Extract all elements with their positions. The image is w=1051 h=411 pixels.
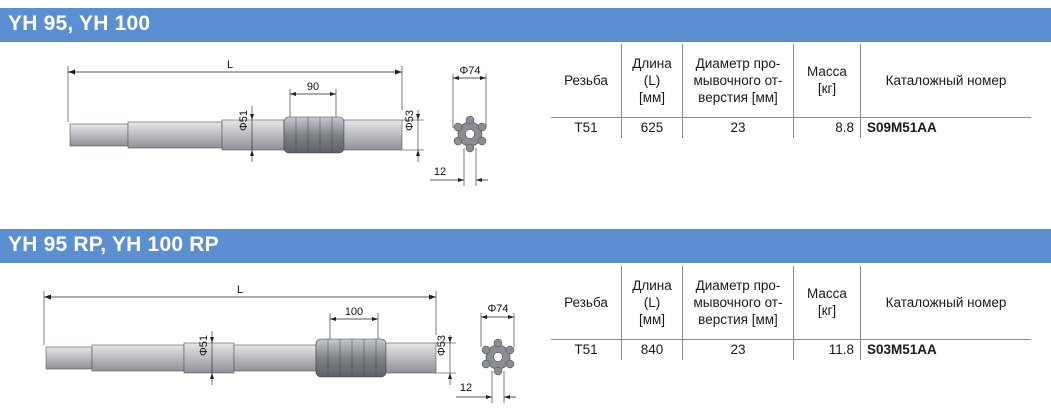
shank-drawing-2: L 100 Φ51 Φ53 Φ74 12 bbox=[43, 284, 516, 403]
dim-dia-74: Φ74 bbox=[487, 303, 508, 315]
dim-dia-53: Φ53 bbox=[436, 335, 448, 356]
dim-length-label: L bbox=[237, 284, 243, 296]
dim-spline-width: 100 bbox=[345, 306, 363, 318]
cell-thread: T51 bbox=[574, 120, 598, 135]
spline-end-view bbox=[481, 338, 515, 376]
shank-drawing-1: L 90 Φ51 Φ53 Φ74 12 bbox=[67, 59, 488, 186]
dim-dia-51: Φ51 bbox=[238, 110, 250, 131]
col-catalog: Каталожный номер bbox=[860, 44, 1031, 117]
dim-length-label: L bbox=[227, 59, 233, 71]
spec-table-2: Резьба Длина(L)[мм] Диаметр про-мывочног… bbox=[551, 266, 1031, 360]
col-length: Длина(L)[мм] bbox=[621, 266, 683, 339]
cell-mass: 11.8 bbox=[793, 339, 861, 360]
col-thread: Резьба bbox=[564, 294, 608, 310]
section-header-1: YH 95, YH 100 bbox=[0, 8, 1051, 42]
cell-catalog: S03M51AA bbox=[860, 339, 1031, 360]
cell-length: 840 bbox=[621, 339, 683, 360]
col-flush-hole: Диаметр про-мывочного от-верстия [мм] bbox=[682, 44, 794, 117]
col-mass: Масса[кг] bbox=[793, 266, 861, 339]
cell-length: 625 bbox=[621, 117, 683, 138]
col-length: Длина(L)[мм] bbox=[621, 44, 683, 117]
cell-flush: 23 bbox=[682, 117, 794, 138]
cell-flush: 23 bbox=[682, 339, 794, 360]
col-flush-hole: Диаметр про-мывочного от-верстия [мм] bbox=[682, 266, 794, 339]
cell-thread: T51 bbox=[574, 342, 598, 357]
dim-dia-74: Φ74 bbox=[459, 65, 480, 77]
section-title: YH 95 RP, YH 100 RP bbox=[8, 233, 219, 256]
col-mass: Масса[кг] bbox=[793, 44, 861, 117]
dim-dia-51: Φ51 bbox=[198, 335, 210, 356]
section-header-2: YH 95 RP, YH 100 RP bbox=[0, 229, 1051, 263]
spline-section bbox=[315, 338, 387, 378]
cell-mass: 8.8 bbox=[793, 117, 861, 138]
col-catalog: Каталожный номер bbox=[860, 266, 1031, 339]
dim-dia-53: Φ53 bbox=[404, 110, 416, 131]
spec-table-1: Резьба Длина(L)[мм] Диаметр про-мывочног… bbox=[551, 44, 1031, 138]
shank-end bbox=[69, 123, 129, 147]
shank-end bbox=[45, 346, 93, 370]
table-row: T51 840 23 11.8 S03M51AA bbox=[551, 339, 1031, 360]
table-row: T51 625 23 8.8 S09M51AA bbox=[551, 117, 1031, 138]
spline-section bbox=[283, 116, 345, 154]
dim-tip-width: 12 bbox=[460, 382, 472, 394]
section-title: YH 95, YH 100 bbox=[8, 12, 151, 35]
dim-tip-width: 12 bbox=[434, 166, 446, 178]
spline-end-view bbox=[453, 115, 487, 153]
col-thread: Резьба bbox=[564, 72, 608, 88]
dim-spline-width: 90 bbox=[307, 81, 319, 93]
cell-catalog: S09M51AA bbox=[860, 117, 1031, 138]
